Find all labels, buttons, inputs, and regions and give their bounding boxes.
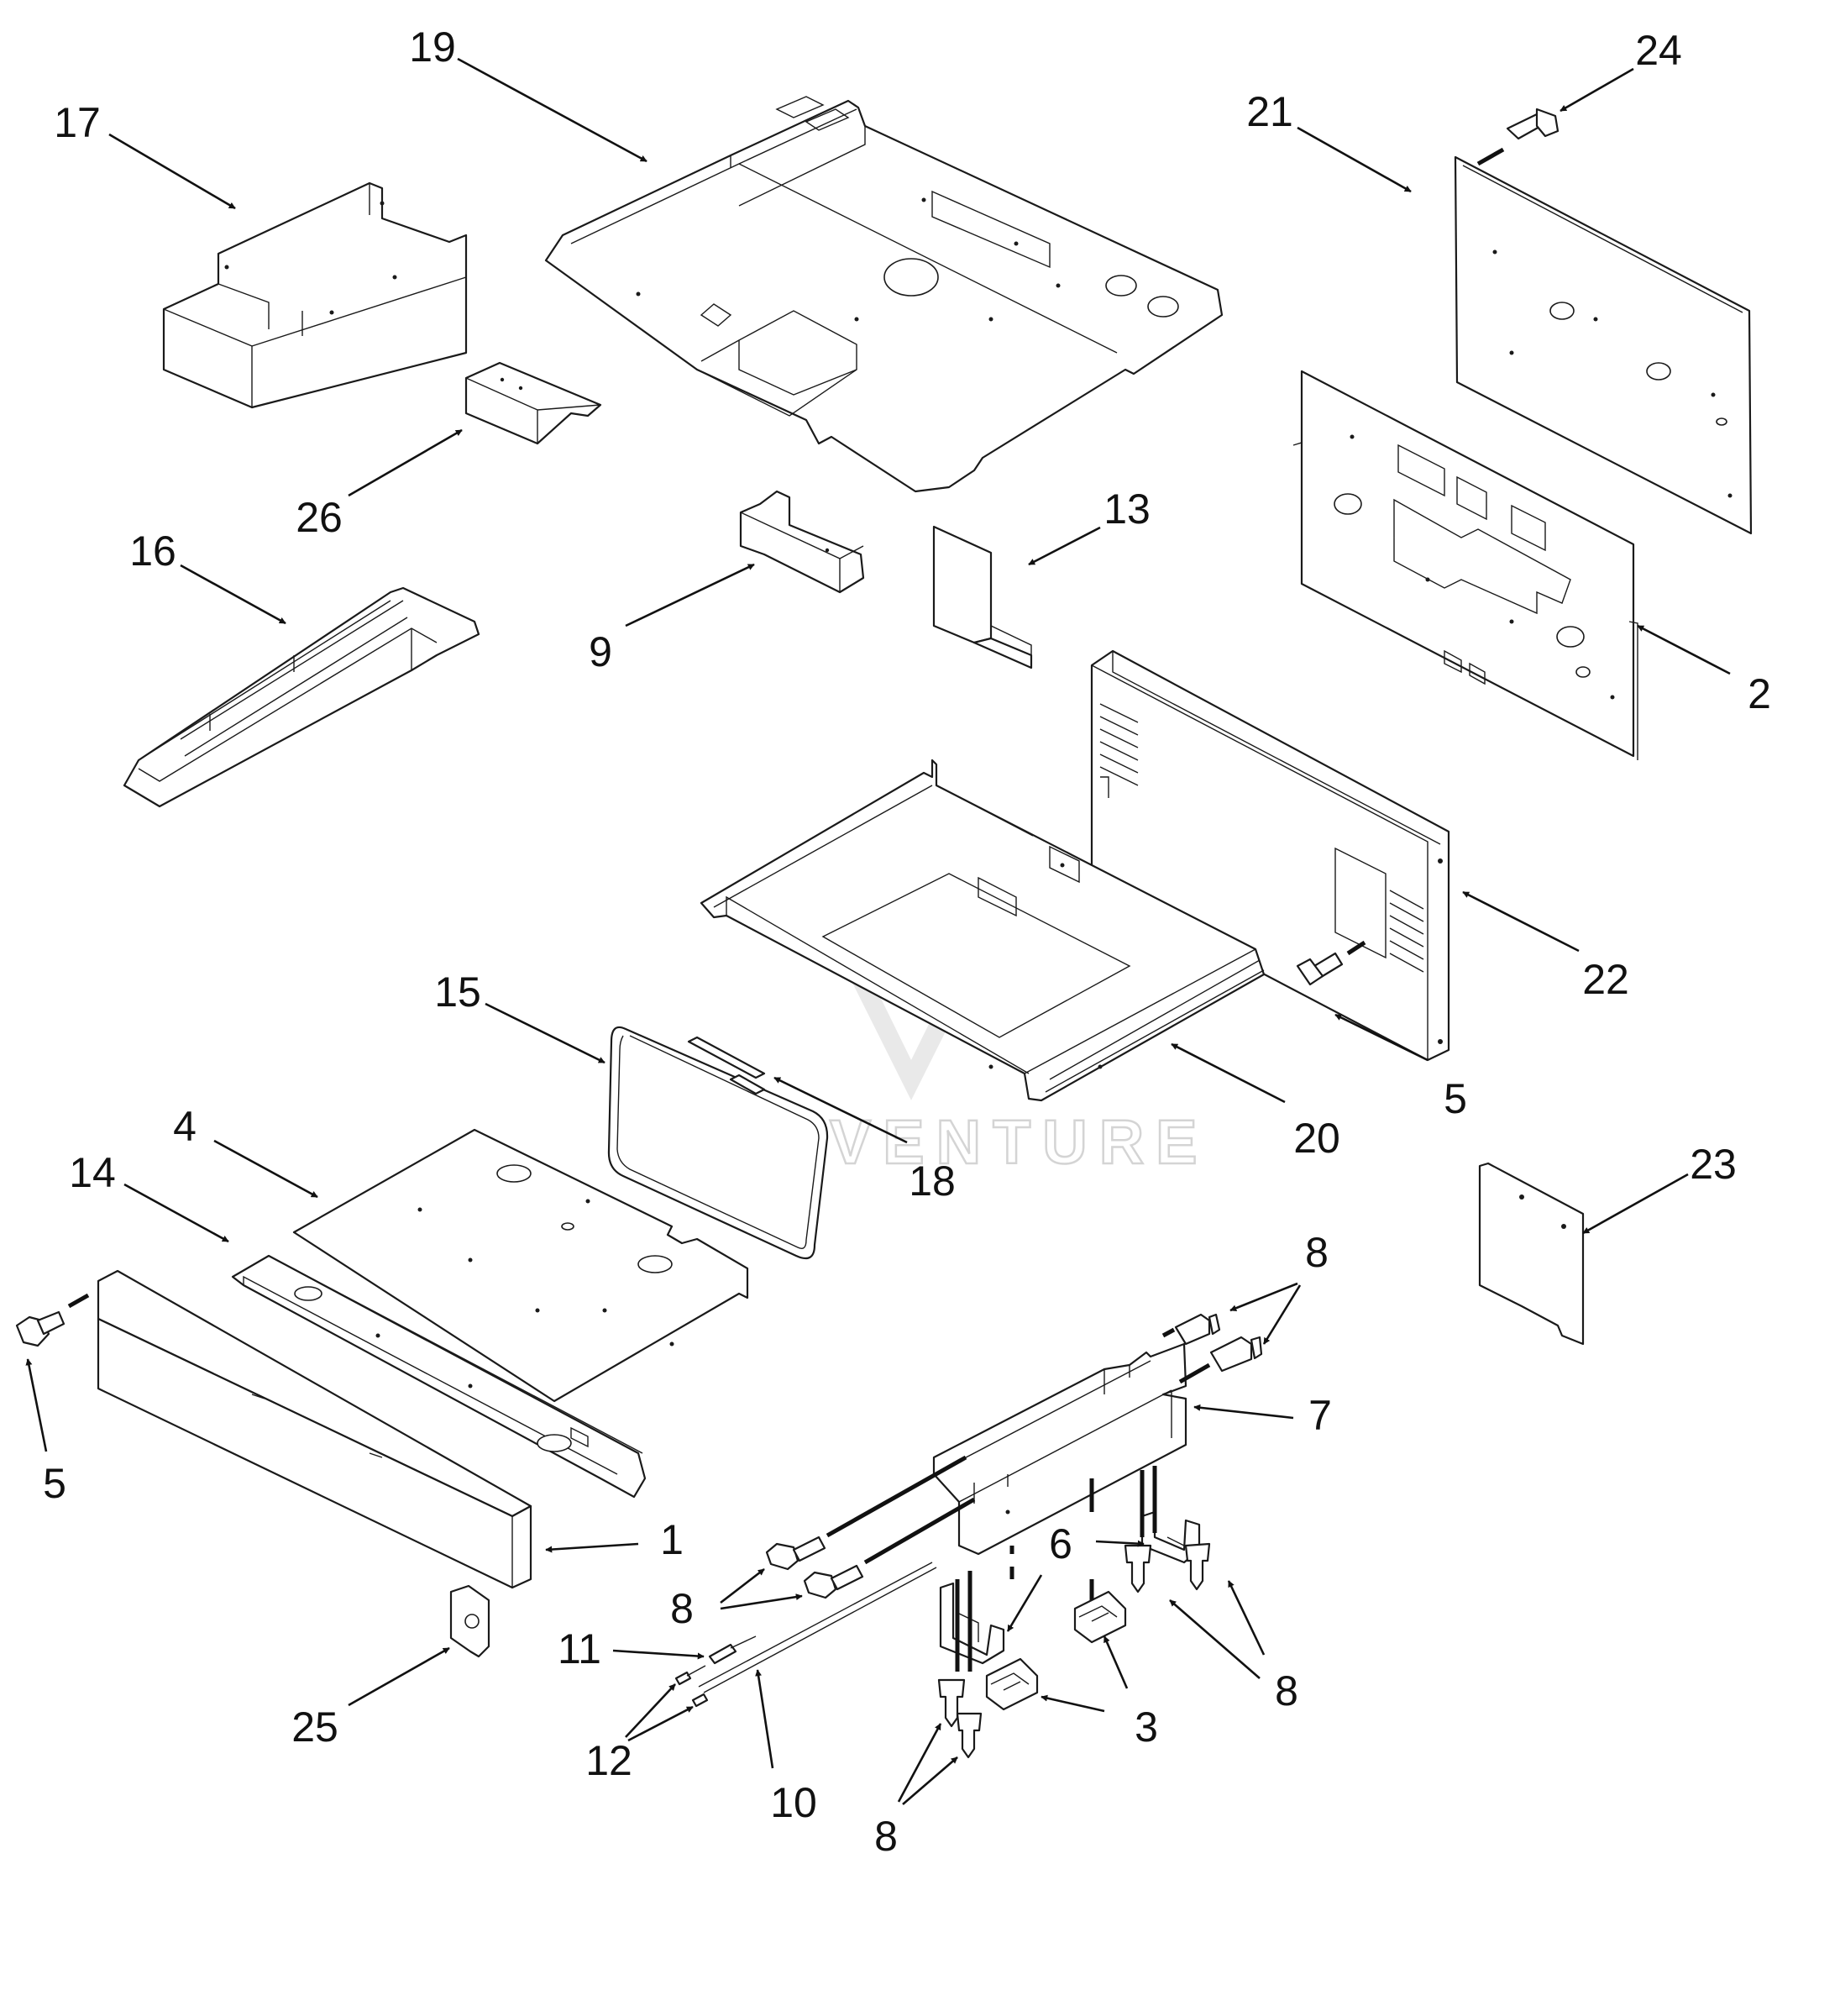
- callout-2: 2: [1748, 670, 1771, 717]
- callout-12: 12: [585, 1737, 632, 1784]
- part-15-gasket-loop: [607, 1026, 829, 1260]
- callout-21: 21: [1246, 88, 1293, 135]
- part-4-floor-plate: [292, 1128, 749, 1403]
- part-9-channel: [739, 490, 865, 594]
- callout-8-bottom: 8: [874, 1813, 898, 1860]
- callout-13: 13: [1103, 486, 1151, 533]
- callout-10: 10: [770, 1779, 817, 1826]
- leader-arrows: [25, 57, 1731, 1805]
- part-18-clip-strip: [687, 1036, 766, 1095]
- callout-23: 23: [1690, 1141, 1737, 1188]
- part-21-rear-plate: [1454, 155, 1753, 535]
- callout-4: 4: [173, 1103, 197, 1150]
- part-19-top-panel: [544, 96, 1224, 493]
- callout-24: 24: [1635, 27, 1682, 74]
- callout-8-left: 8: [670, 1585, 694, 1632]
- callout-9: 9: [589, 628, 612, 675]
- part-20-tray-frame: [700, 759, 1266, 1102]
- part-3-leveler-feet: [985, 1590, 1127, 1711]
- callout-labels: 17 19 24 21 26 13 16 9 2 22 15 5 20 4 18…: [43, 24, 1771, 1860]
- callout-5-upper: 5: [1444, 1075, 1467, 1122]
- callout-26: 26: [296, 494, 343, 541]
- callout-20: 20: [1293, 1115, 1340, 1162]
- callout-8-right: 8: [1275, 1667, 1298, 1714]
- housing-vents-left: [1099, 703, 1139, 786]
- parts-10-11-12-rod-assembly: [674, 1562, 937, 1708]
- part-5-screw-left: [15, 1293, 90, 1347]
- callout-18: 18: [909, 1158, 956, 1205]
- callout-11: 11: [558, 1625, 601, 1672]
- callout-3: 3: [1135, 1704, 1158, 1751]
- callout-16: 16: [129, 528, 176, 575]
- part-8-screws: [765, 1313, 1263, 1759]
- part-13-l-bracket: [932, 525, 1033, 669]
- part-17-trough: [162, 181, 468, 409]
- callout-22: 22: [1582, 956, 1629, 1003]
- callout-8-upper: 8: [1305, 1229, 1329, 1276]
- part-26-bracket: [464, 361, 602, 445]
- callout-19: 19: [409, 24, 456, 71]
- housing-vents-right: [1389, 890, 1424, 973]
- callout-5-left: 5: [43, 1460, 66, 1507]
- part-24-screw: [1476, 108, 1560, 166]
- callout-6: 6: [1049, 1520, 1072, 1567]
- callout-1: 1: [660, 1516, 684, 1563]
- callout-7: 7: [1308, 1392, 1332, 1439]
- callout-15: 15: [434, 969, 481, 1016]
- callout-17: 17: [54, 99, 101, 146]
- part-25-hinge: [449, 1584, 490, 1658]
- part-7-base-channel: [932, 1342, 1187, 1556]
- callout-25: 25: [291, 1704, 338, 1751]
- part-23-cover-plate: [1478, 1162, 1585, 1346]
- part-14-long-bracket: [231, 1254, 647, 1499]
- part-16-side-rail: [123, 586, 480, 808]
- part-2-control-panel: [1292, 370, 1638, 760]
- callout-14: 14: [69, 1149, 116, 1196]
- part-5-screw-upper: [1296, 940, 1366, 986]
- part-1-front-panel: [97, 1269, 532, 1589]
